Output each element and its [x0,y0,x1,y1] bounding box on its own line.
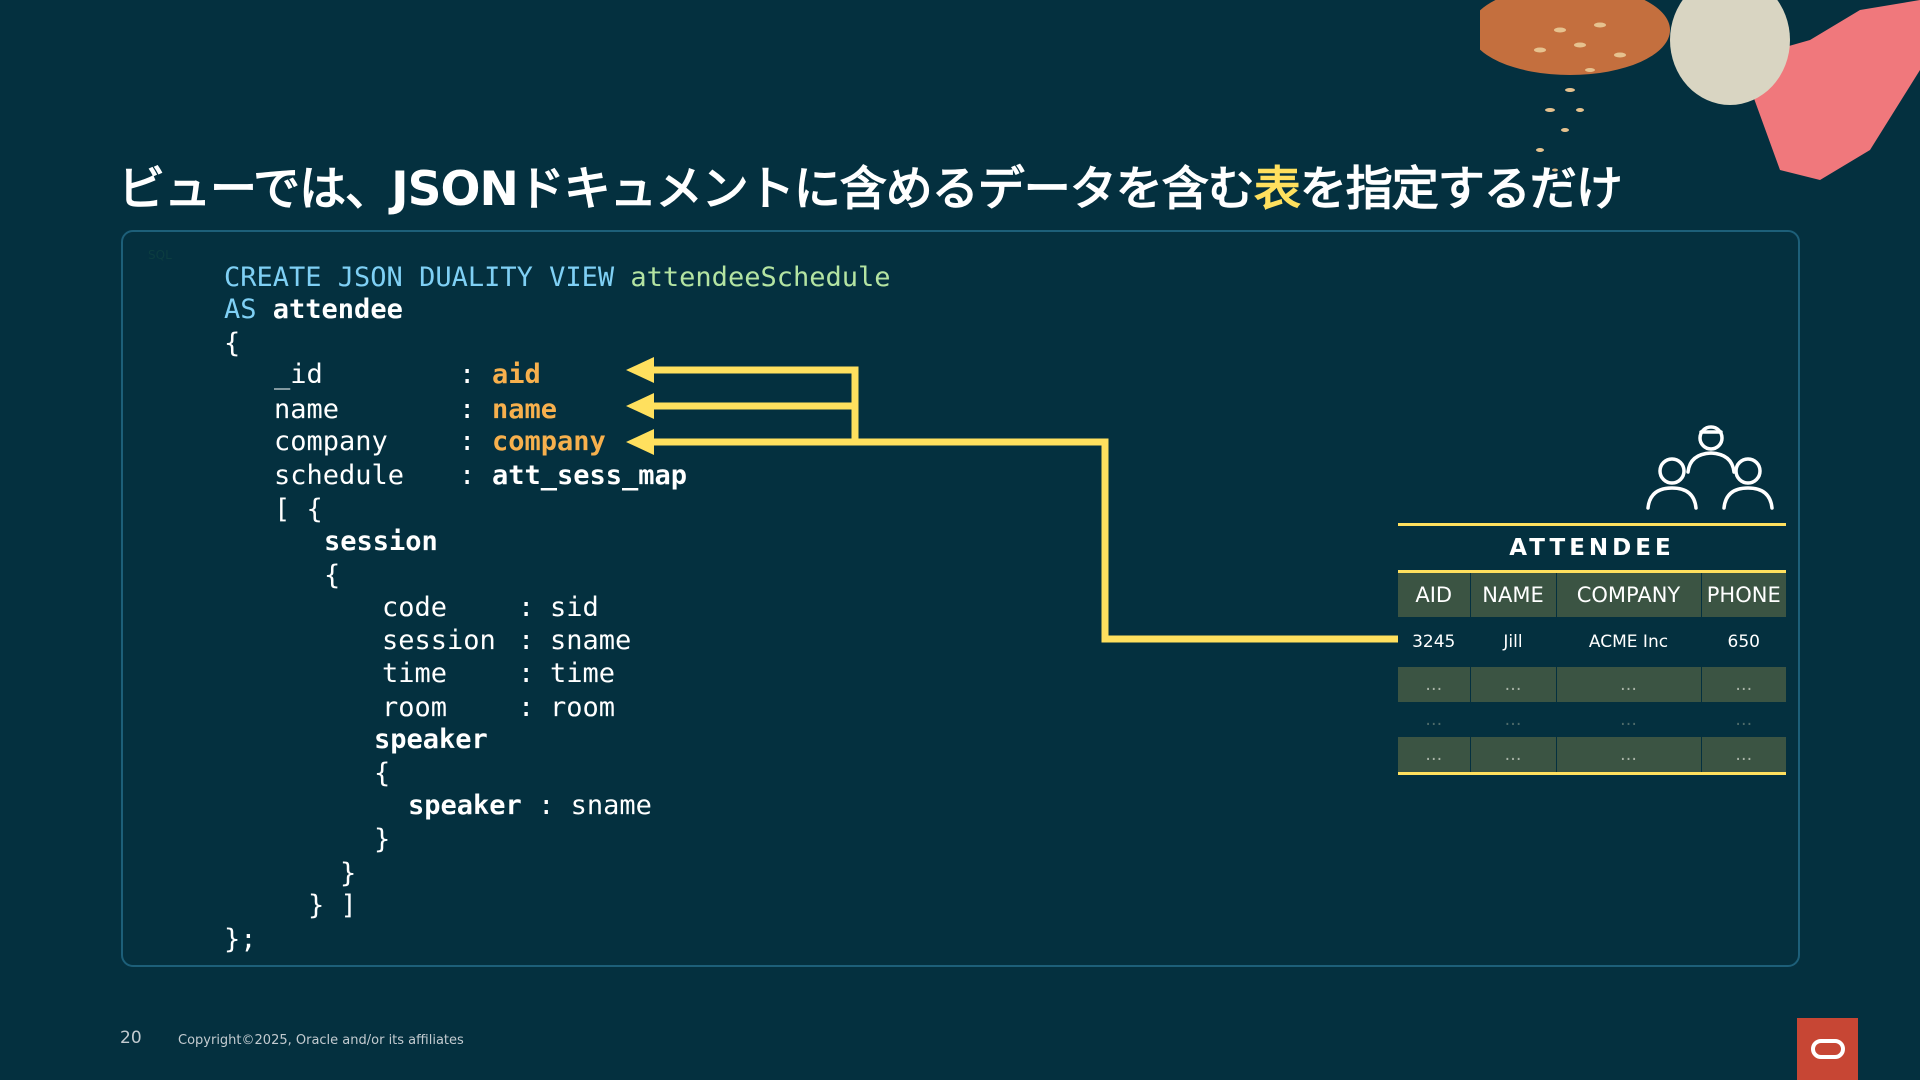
table-cell: … [1556,702,1702,737]
column-header: NAME [1470,573,1557,617]
column-header: AID [1398,573,1471,617]
attendee-grid: AID NAME COMPANY PHONE 3245 Jill ACME In… [1398,573,1786,775]
table-row: … … … … [1398,702,1786,737]
decorative-artwork [1480,0,1920,180]
table-cell: … [1735,709,1753,730]
table-row: … … … … [1398,667,1786,702]
title-text: ビューでは、JSONドキュメントに含めるデータを含む [118,162,1255,217]
code-panel [121,230,1800,967]
table-row: … … … … [1398,737,1786,775]
table-cell: … [1556,737,1702,775]
table-cell: 3245 [1398,617,1471,667]
attendee-table: ATTENDEE AID NAME COMPANY PHONE 3245 Jil… [1398,523,1786,775]
column-header: COMPANY [1556,573,1702,617]
table-cell: … [1470,737,1557,775]
people-group-icon [1646,425,1774,510]
table-cell: ACME Inc [1556,617,1702,667]
table-cell: … [1701,667,1786,702]
table-cell: … [1398,667,1471,702]
table-cell: … [1556,667,1702,702]
table-cell: Jill [1470,617,1557,667]
table-cell: 650 [1727,632,1760,652]
table-cell: … [1470,702,1557,737]
table-cell: … [1398,702,1471,737]
slide-title: ビューでは、JSONドキュメントに含めるデータを含む表を指定するだけ [118,150,1623,219]
copyright-text: Copyright©2025, Oracle and/or its affili… [178,1033,464,1048]
table-title: ATTENDEE [1398,523,1786,573]
table-header-row: AID NAME COMPANY PHONE [1398,573,1786,617]
oracle-logo-icon [1797,1018,1858,1080]
code-language-tag: SQL [148,248,172,262]
table-cell: … [1470,667,1557,702]
title-text-end: を指定するだけ [1299,162,1623,217]
column-header: PHONE [1701,573,1786,617]
title-highlight: 表 [1253,162,1301,217]
table-cell: … [1701,737,1786,775]
page-number: 20 [120,1028,142,1048]
oracle-ring-icon [1810,1039,1845,1059]
table-row: 3245 Jill ACME Inc 650 [1398,617,1786,667]
table-cell: … [1398,737,1471,775]
